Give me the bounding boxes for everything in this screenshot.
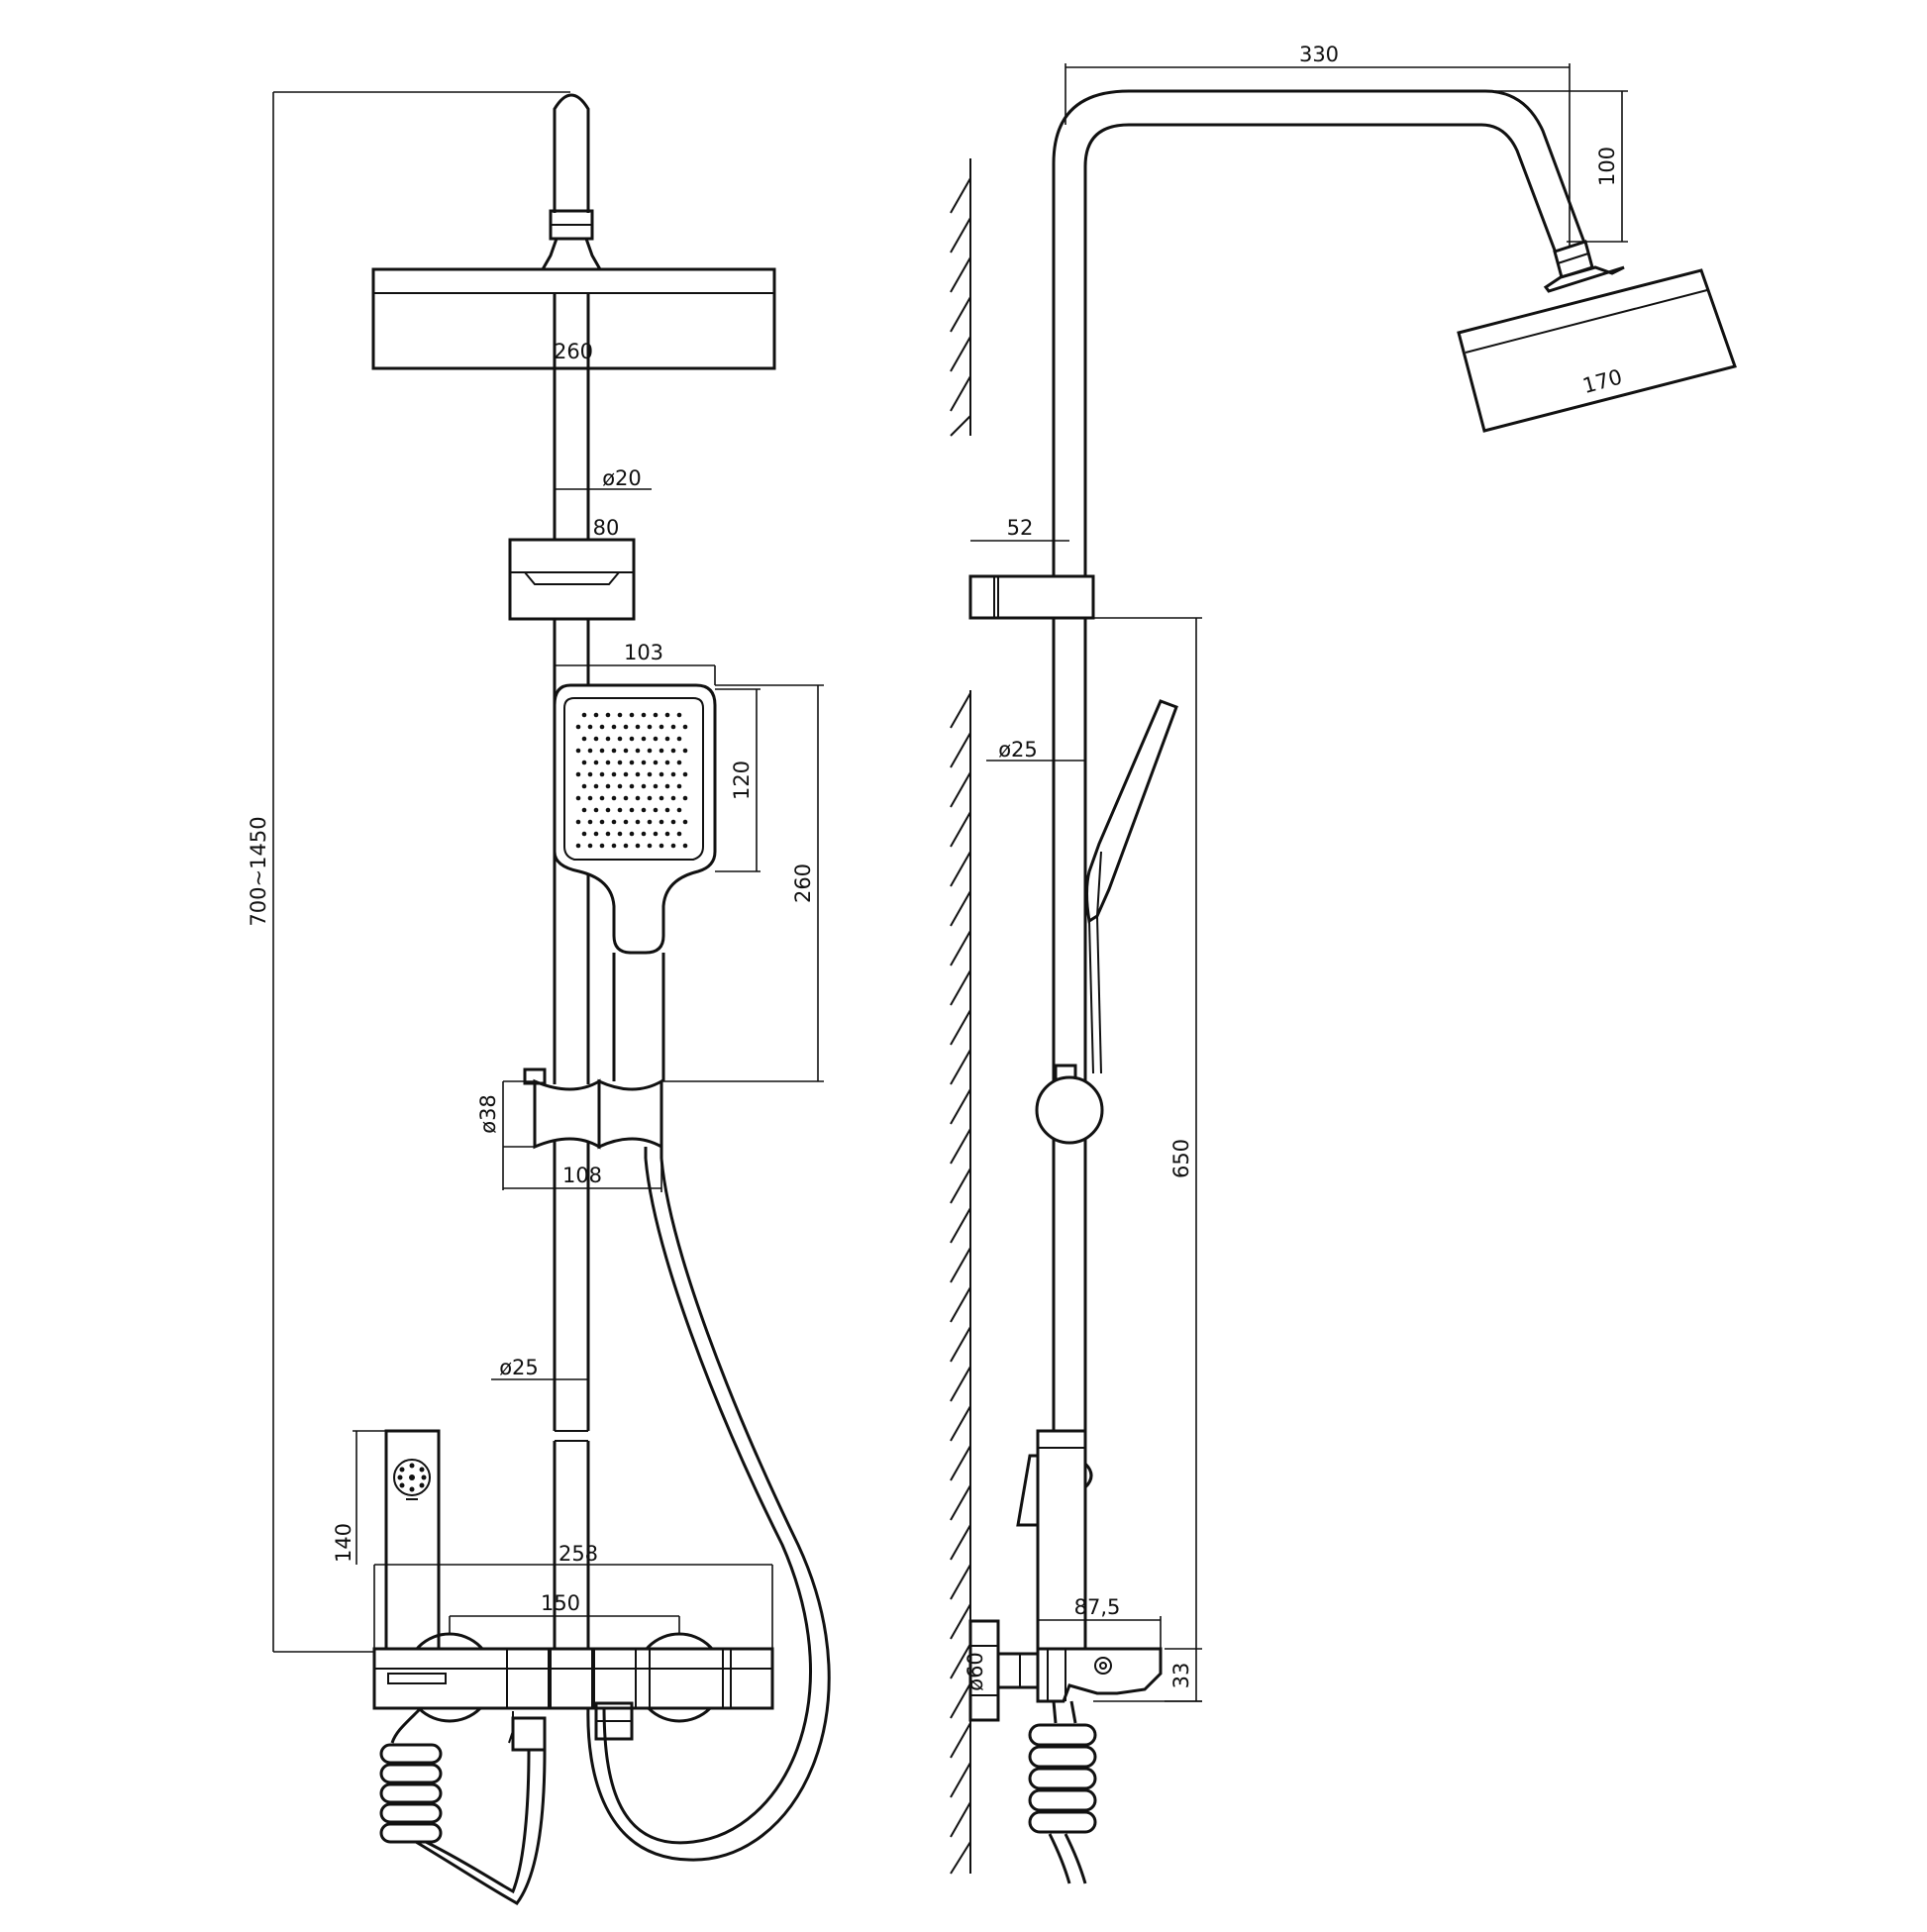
wall-hatching bbox=[950, 158, 971, 1875]
bracket-width-label: 80 bbox=[593, 516, 620, 540]
top-bracket: 80 bbox=[508, 516, 636, 621]
side-escutcheon: ø60 bbox=[964, 1619, 1040, 1722]
side-rain-head: 170 bbox=[1457, 240, 1737, 433]
hand-shower-length-label: 260 bbox=[791, 864, 815, 903]
inlet-centers-dimension: 150 bbox=[449, 1591, 680, 1634]
overall-height-dimension: 700~1450 bbox=[247, 91, 570, 1653]
rail-length-label: 650 bbox=[1169, 1139, 1193, 1178]
side-pipe-dia-dimension: ø25 bbox=[986, 738, 1085, 762]
arm-drop-label: 100 bbox=[1595, 147, 1619, 186]
spout-height-dimension: 140 bbox=[332, 1430, 386, 1565]
mixer-depth-label: 87,5 bbox=[1074, 1595, 1121, 1619]
side-holder-knob bbox=[1035, 1064, 1104, 1145]
upper-pipe-dia-dimension: ø20 bbox=[555, 466, 652, 490]
holder-width-label: 108 bbox=[562, 1164, 602, 1187]
holder-dia-label: ø38 bbox=[476, 1094, 500, 1134]
side-coiled-hose bbox=[1028, 1700, 1097, 1884]
side-view: 330 100 170 52 bbox=[950, 43, 1737, 1884]
mixer-outlets bbox=[508, 1701, 634, 1752]
riser-top-cap bbox=[553, 93, 590, 213]
upper-pipe-dia-label: ø20 bbox=[602, 466, 642, 490]
side-wall-bracket bbox=[968, 574, 1095, 620]
mixer-width-dimension: 258 bbox=[373, 1542, 773, 1649]
wall-offset-dimension: 52 bbox=[970, 516, 1069, 542]
hand-shower bbox=[553, 683, 717, 1081]
mixer-height-label: 33 bbox=[1169, 1663, 1193, 1689]
side-pipe-dia-label: ø25 bbox=[998, 738, 1038, 762]
mixer-width-label: 258 bbox=[558, 1542, 598, 1566]
arm-drop-dimension: 100 bbox=[1495, 90, 1628, 243]
riser-and-arm bbox=[1052, 89, 1586, 576]
thermostatic-mixer bbox=[372, 1647, 774, 1710]
hand-shower-nozzles bbox=[575, 712, 688, 849]
holder-width-dimension: 108 bbox=[503, 1147, 662, 1192]
arm-reach-dimension: 330 bbox=[1065, 43, 1571, 250]
hand-shower-length-dimension: 260 bbox=[661, 684, 824, 1082]
mixer-height-dimension: 33 bbox=[1165, 1648, 1202, 1702]
front-view: 700~1450 260 ø20 80 bbox=[247, 91, 831, 1905]
lower-pipe-dia-dimension: ø25 bbox=[491, 1356, 588, 1380]
escutcheon-dia-label: ø60 bbox=[964, 1652, 987, 1691]
side-hand-shower bbox=[1085, 699, 1178, 1074]
mixer-depth-dimension: 87,5 bbox=[1038, 1595, 1162, 1652]
hand-shower-head-height-dimension: 120 bbox=[715, 688, 761, 872]
hand-shower-width-label: 103 bbox=[624, 641, 663, 664]
side-mixer-front bbox=[1036, 1647, 1163, 1703]
rain-head-neck bbox=[540, 238, 603, 271]
hand-shower-width-dimension: 103 bbox=[554, 641, 716, 685]
arm-reach-label: 330 bbox=[1299, 43, 1339, 66]
holder-dia-dimension: ø38 bbox=[476, 1080, 535, 1190]
lower-pipe-dia-label: ø25 bbox=[499, 1356, 539, 1379]
tub-spout bbox=[384, 1429, 441, 1653]
hand-shower-holder bbox=[523, 1068, 663, 1159]
rain-shower-head: 260 bbox=[371, 267, 776, 370]
coiled-hose bbox=[379, 1706, 547, 1905]
hand-shower-head-height-label: 120 bbox=[730, 761, 754, 800]
inlet-centers-label: 150 bbox=[541, 1591, 580, 1615]
side-rail bbox=[1052, 618, 1087, 1431]
rain-head-width-label: 260 bbox=[554, 340, 593, 363]
spout-height-label: 140 bbox=[332, 1523, 355, 1563]
flexible-hose bbox=[586, 1158, 831, 1862]
overall-height-label: 700~1450 bbox=[247, 816, 270, 926]
wall-offset-label: 52 bbox=[1007, 516, 1034, 540]
